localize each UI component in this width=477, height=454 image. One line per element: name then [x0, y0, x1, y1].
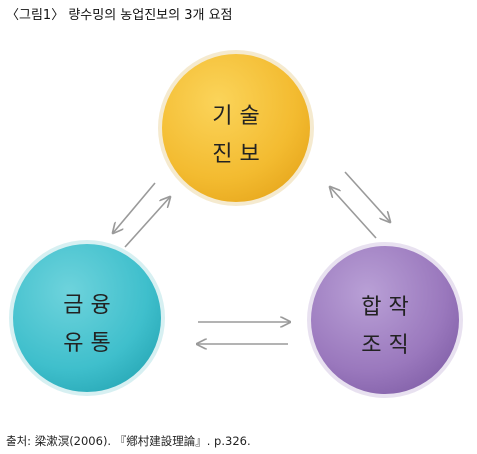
node-circle-right	[311, 246, 459, 394]
node-finance-distribution: 금 융 유 통	[9, 240, 165, 396]
node-right-line2: 조 직	[361, 333, 408, 358]
node-technology-progress: 기 술 진 보	[158, 50, 314, 206]
node-cooperative-organization: 합 작 조 직	[307, 242, 463, 398]
node-circle-left	[13, 244, 161, 392]
arrow-left-to-top	[124, 197, 170, 248]
source-citation: 출처: 梁漱溟(2006). 『鄕村建設理論』. p.326.	[6, 434, 251, 448]
figure-title: 〈그림1〉 량수밍의 농업진보의 3개 요점	[6, 8, 233, 23]
arrow-right-to-top	[330, 187, 377, 239]
node-top-line2: 진 보	[212, 142, 259, 167]
node-right-line1: 합 작	[361, 295, 408, 320]
node-top-line1: 기 술	[212, 104, 259, 129]
arrow-top-to-left	[113, 182, 156, 233]
arrow-top-to-right	[344, 171, 390, 222]
node-left-line1: 금 융	[63, 293, 110, 318]
node-circle-top	[162, 54, 310, 202]
node-left-line2: 유 통	[63, 331, 110, 356]
